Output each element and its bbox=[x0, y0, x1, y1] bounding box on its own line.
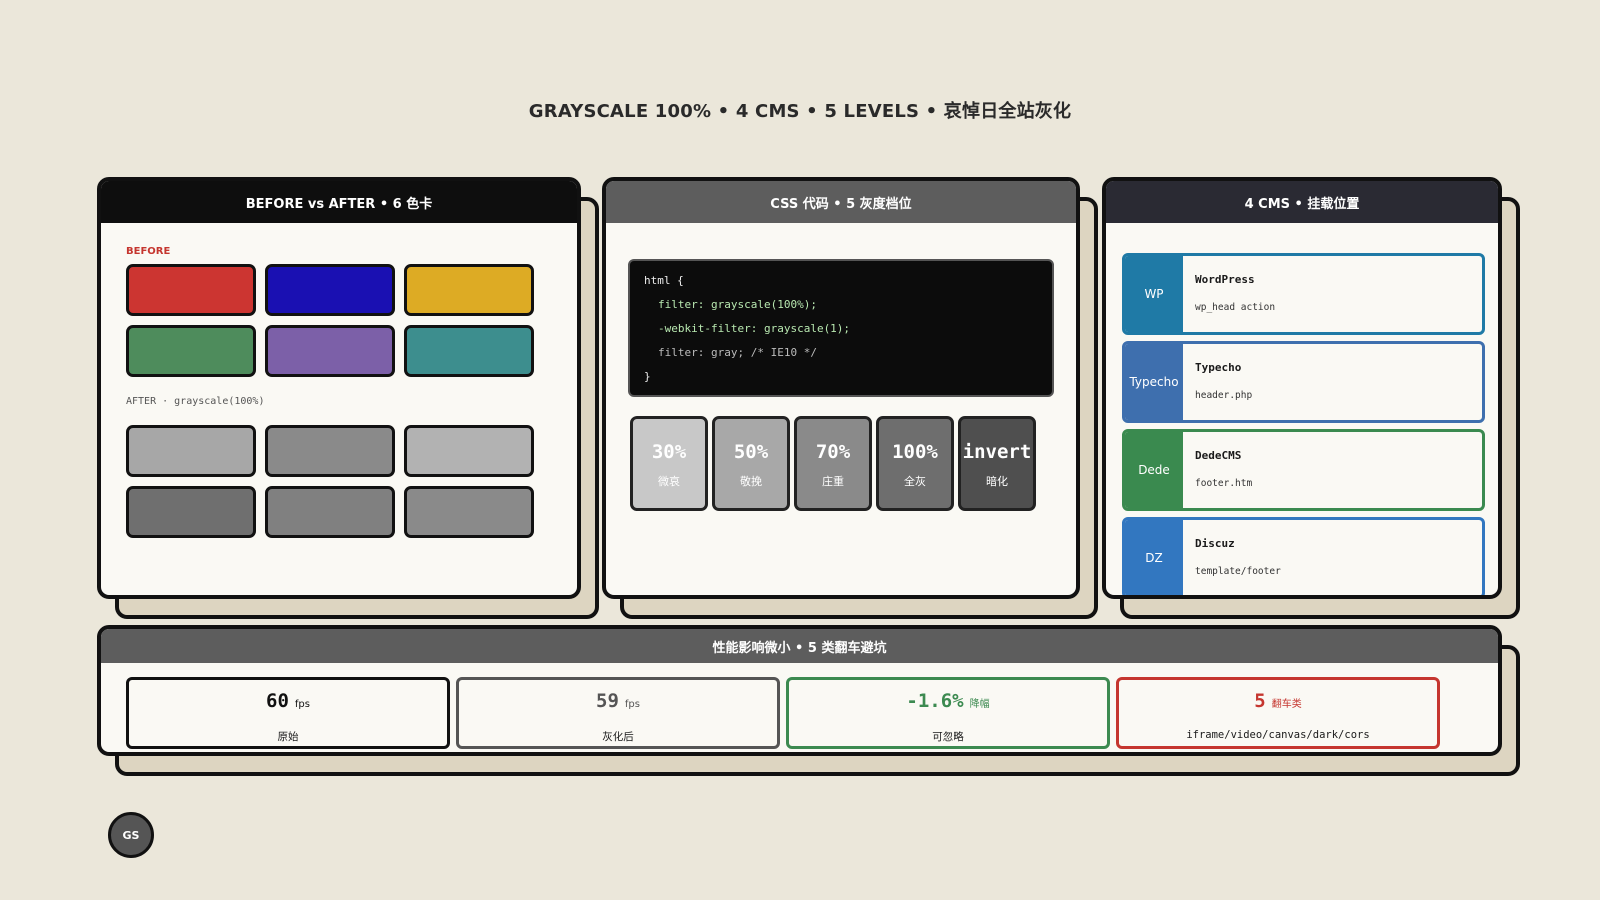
stat-unit: 降幅 bbox=[969, 699, 990, 710]
level-label: 庄重 bbox=[822, 475, 844, 488]
before-swatch-purple bbox=[265, 325, 395, 377]
cms-item-wordpress[interactable]: WP WordPress wp_head action bbox=[1122, 253, 1485, 335]
before-label: BEFORE bbox=[126, 246, 171, 257]
cms-item-typecho[interactable]: Typecho Typecho header.php bbox=[1122, 341, 1485, 423]
code-line: -webkit-filter: grayscale(1); bbox=[658, 322, 851, 335]
after-swatch-6 bbox=[404, 486, 534, 538]
level-value: invert bbox=[962, 441, 1032, 463]
stat-value: 5 bbox=[1254, 690, 1266, 712]
cms-badge: Typecho bbox=[1125, 344, 1183, 420]
level-value: 30% bbox=[651, 441, 687, 463]
level-70[interactable]: 70% 庄重 bbox=[794, 416, 872, 511]
after-swatch-2 bbox=[265, 425, 395, 477]
css-code-header: CSS 代码 • 5 灰度档位 bbox=[606, 181, 1076, 223]
stat-label: iframe/video/canvas/dark/cors bbox=[1186, 729, 1370, 741]
before-swatch-blue bbox=[265, 264, 395, 316]
code-line: } bbox=[644, 370, 651, 383]
level-30[interactable]: 30% 微哀 bbox=[630, 416, 708, 511]
before-swatch-teal bbox=[404, 325, 534, 377]
level-value: 50% bbox=[733, 441, 769, 463]
stat-label: 原始 bbox=[277, 731, 299, 743]
before-after-card: BEFORE vs AFTER • 6 色卡 BEFORE AFTER · gr… bbox=[97, 177, 581, 599]
level-100[interactable]: 100% 全灰 bbox=[876, 416, 954, 511]
level-50[interactable]: 50% 敬挽 bbox=[712, 416, 790, 511]
code-line: html { bbox=[644, 274, 684, 287]
cms-name: WordPress bbox=[1195, 273, 1255, 286]
stat-label: 灰化后 bbox=[602, 731, 634, 743]
cms-item-discuz[interactable]: DZ Discuz template/footer bbox=[1122, 517, 1485, 595]
cms-name: Typecho bbox=[1195, 361, 1242, 374]
level-value: 70% bbox=[815, 441, 851, 463]
after-swatch-1 bbox=[126, 425, 256, 477]
code-line: filter: gray; /* IE10 */ bbox=[658, 346, 817, 359]
after-swatch-4 bbox=[126, 486, 256, 538]
stat-drop: -1.6% 降幅 可忽略 bbox=[786, 677, 1110, 749]
cms-header: 4 CMS • 挂载位置 bbox=[1106, 181, 1498, 223]
avatar[interactable]: GS bbox=[108, 812, 154, 858]
before-after-panel: BEFORE vs AFTER • 6 色卡 BEFORE AFTER · gr… bbox=[97, 177, 599, 619]
cms-card: 4 CMS • 挂载位置 WP WordPress wp_head action… bbox=[1102, 177, 1502, 599]
level-label: 全灰 bbox=[904, 475, 926, 488]
before-after-header: BEFORE vs AFTER • 6 色卡 bbox=[101, 181, 577, 223]
cms-badge: DZ bbox=[1125, 520, 1183, 595]
level-invert[interactable]: invert 暗化 bbox=[958, 416, 1036, 511]
before-swatch-yellow bbox=[404, 264, 534, 316]
css-code-panel: CSS 代码 • 5 灰度档位 html { filter: grayscale… bbox=[602, 177, 1098, 619]
performance-card: 性能影响微小 • 5 类翻车避坑 60 fps 原始 59 fps 灰化后 -1.6… bbox=[97, 625, 1502, 756]
stat-value: -1.6% bbox=[906, 690, 964, 712]
performance-panel: 性能影响微小 • 5 类翻车避坑 60 fps 原始 59 fps 灰化后 -1.6… bbox=[97, 625, 1520, 776]
after-swatch-3 bbox=[404, 425, 534, 477]
cms-file: template/footer bbox=[1195, 566, 1281, 577]
stat-original-fps: 60 fps 原始 bbox=[126, 677, 450, 749]
level-value: 100% bbox=[892, 441, 938, 463]
cms-file: header.php bbox=[1195, 390, 1253, 401]
level-label: 暗化 bbox=[986, 475, 1008, 488]
stat-value: 59 bbox=[596, 690, 619, 712]
stat-unit: fps bbox=[624, 699, 640, 710]
cms-name: Discuz bbox=[1195, 537, 1235, 550]
cms-file: footer.htm bbox=[1195, 478, 1253, 489]
cms-badge: WP bbox=[1125, 256, 1183, 332]
stat-value: 60 bbox=[266, 690, 289, 712]
cms-name: DedeCMS bbox=[1195, 449, 1242, 462]
stat-grayscale-fps: 59 fps 灰化后 bbox=[456, 677, 780, 749]
performance-header: 性能影响微小 • 5 类翻车避坑 bbox=[101, 629, 1498, 663]
stat-pitfalls: 5 翻车类 iframe/video/canvas/dark/cors bbox=[1116, 677, 1440, 749]
css-code-card: CSS 代码 • 5 灰度档位 html { filter: grayscale… bbox=[602, 177, 1080, 599]
level-label: 微哀 bbox=[658, 475, 680, 488]
cms-item-dedecms[interactable]: Dede DedeCMS footer.htm bbox=[1122, 429, 1485, 511]
after-label: AFTER · grayscale(100%) bbox=[126, 396, 265, 407]
before-swatch-green bbox=[126, 325, 256, 377]
before-swatch-red bbox=[126, 264, 256, 316]
stat-label: 可忽略 bbox=[932, 731, 964, 743]
code-line: filter: grayscale(100%); bbox=[658, 298, 817, 311]
after-swatch-5 bbox=[265, 486, 395, 538]
code-block[interactable]: html { filter: grayscale(100%); -webkit-… bbox=[628, 259, 1054, 397]
level-label: 敬挽 bbox=[740, 475, 762, 488]
cms-badge: Dede bbox=[1125, 432, 1183, 508]
cms-panel: 4 CMS • 挂载位置 WP WordPress wp_head action… bbox=[1102, 177, 1520, 619]
stat-unit: fps bbox=[294, 699, 310, 710]
stat-unit: 翻车类 bbox=[1271, 699, 1302, 710]
page-title: GRAYSCALE 100% • 4 CMS • 5 LEVELS • 哀悼日全… bbox=[528, 101, 1072, 122]
cms-file: wp_head action bbox=[1195, 302, 1276, 313]
